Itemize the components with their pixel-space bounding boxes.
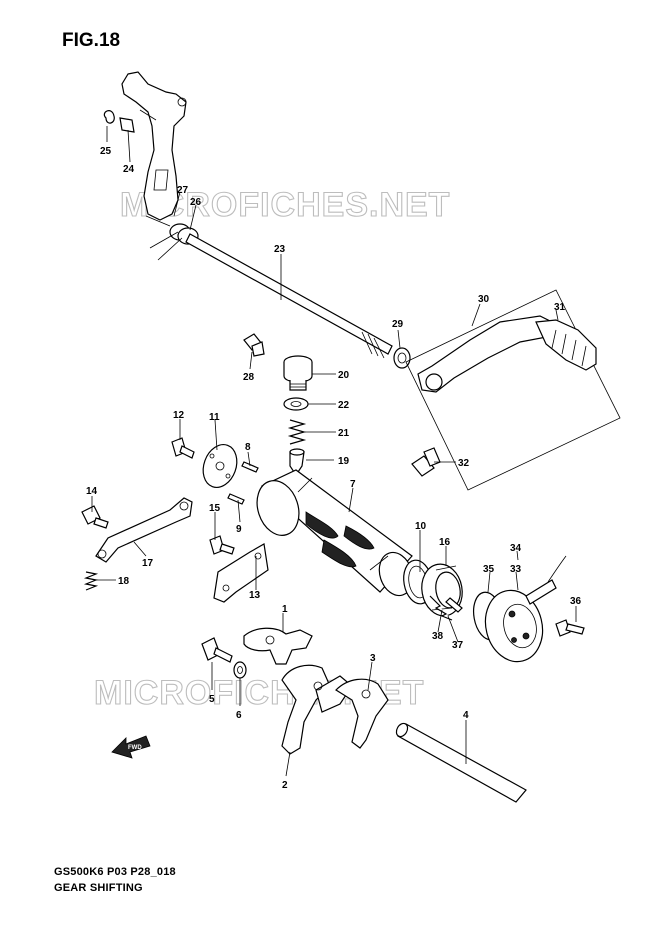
callout-25: 25 — [100, 146, 112, 157]
callout-35: 35 — [483, 564, 495, 575]
callout-4: 4 — [463, 710, 469, 721]
pin-part-8 — [241, 461, 259, 473]
callout-19: 19 — [338, 456, 350, 467]
callout-18: 18 — [118, 576, 130, 587]
callout-6: 6 — [236, 710, 242, 721]
bolt-part-14 — [81, 505, 109, 529]
spring-part-21 — [287, 419, 307, 445]
washer-part-6 — [233, 661, 247, 679]
cam-plate-part-11 — [202, 444, 238, 488]
callout-34: 34 — [510, 543, 522, 554]
callout-32: 32 — [458, 458, 470, 469]
spring-part-18 — [83, 571, 99, 591]
callout-10: 10 — [415, 521, 427, 532]
gearshift-lever-box — [405, 289, 621, 491]
callout-9: 9 — [236, 524, 242, 535]
callout-29: 29 — [392, 319, 404, 330]
gearshift-arm-part — [121, 71, 187, 221]
callout-1: 1 — [282, 604, 288, 615]
bolt-part-5 — [201, 637, 233, 663]
oil-seal-part-29 — [393, 347, 411, 369]
callout-3: 3 — [370, 653, 376, 664]
pin-part-38 — [445, 597, 463, 613]
plate-part-13 — [213, 543, 269, 603]
callout-33: 33 — [510, 564, 522, 575]
pin-part-24 — [119, 117, 135, 133]
callout-27: 27 — [177, 185, 189, 196]
callout-16: 16 — [439, 537, 451, 548]
callout-5: 5 — [209, 694, 215, 705]
callout-8: 8 — [245, 442, 251, 453]
stopper-arm-part-17 — [95, 497, 193, 563]
callout-12: 12 — [173, 410, 185, 421]
callout-20: 20 — [338, 370, 350, 381]
leader-lines — [91, 126, 577, 777]
callout-36: 36 — [570, 596, 582, 607]
shift-cam-part-7 — [256, 469, 414, 597]
forward-direction-arrow: FWD — [111, 735, 151, 759]
bolt-part-28 — [243, 333, 265, 357]
callout-23: 23 — [274, 244, 286, 255]
stopper-part-19 — [289, 448, 305, 473]
callout-30: 30 — [478, 294, 490, 305]
pin-part-9 — [227, 493, 245, 505]
callout-22: 22 — [338, 400, 350, 411]
bolt-part-15 — [209, 535, 235, 555]
callout-11: 11 — [209, 412, 220, 423]
bolt-part-12 — [171, 437, 195, 459]
spring-part-37 — [429, 595, 453, 621]
callout-14: 14 — [86, 486, 98, 497]
section-title: GEAR SHIFTING — [54, 882, 143, 894]
callout-21: 21 — [338, 428, 350, 439]
shift-fork-part-1 — [243, 627, 313, 665]
figure-title: FIG.18 — [62, 30, 121, 51]
callout-26: 26 — [190, 197, 202, 208]
callout-38: 38 — [432, 631, 444, 642]
fwd-label: FWD — [128, 745, 142, 751]
callout-7: 7 — [350, 479, 356, 490]
callout-2: 2 — [282, 780, 288, 791]
circlip-part-25 — [103, 110, 115, 124]
callout-37: 37 — [452, 640, 464, 651]
callout-24: 24 — [123, 164, 135, 175]
fork-shaft-part-4 — [395, 722, 527, 803]
callout-13: 13 — [249, 590, 261, 601]
gear-position-switch-part-33 — [484, 555, 567, 663]
bolt-part-36 — [555, 619, 585, 637]
callout-31: 31 — [554, 302, 566, 313]
callout-17: 17 — [142, 558, 154, 569]
gearshift-shaft-part-23 — [185, 233, 393, 359]
washer-part-22 — [283, 397, 309, 411]
model-code: GS500K6 P03 P28_018 — [54, 866, 176, 878]
callout-15: 15 — [209, 503, 221, 514]
callout-28: 28 — [243, 372, 255, 383]
plug-part-20 — [283, 355, 313, 391]
callout-labels: 1 2 3 4 5 6 7 8 9 10 11 12 13 14 15 16 1… — [86, 146, 582, 791]
shift-fork-part-3 — [335, 678, 389, 749]
